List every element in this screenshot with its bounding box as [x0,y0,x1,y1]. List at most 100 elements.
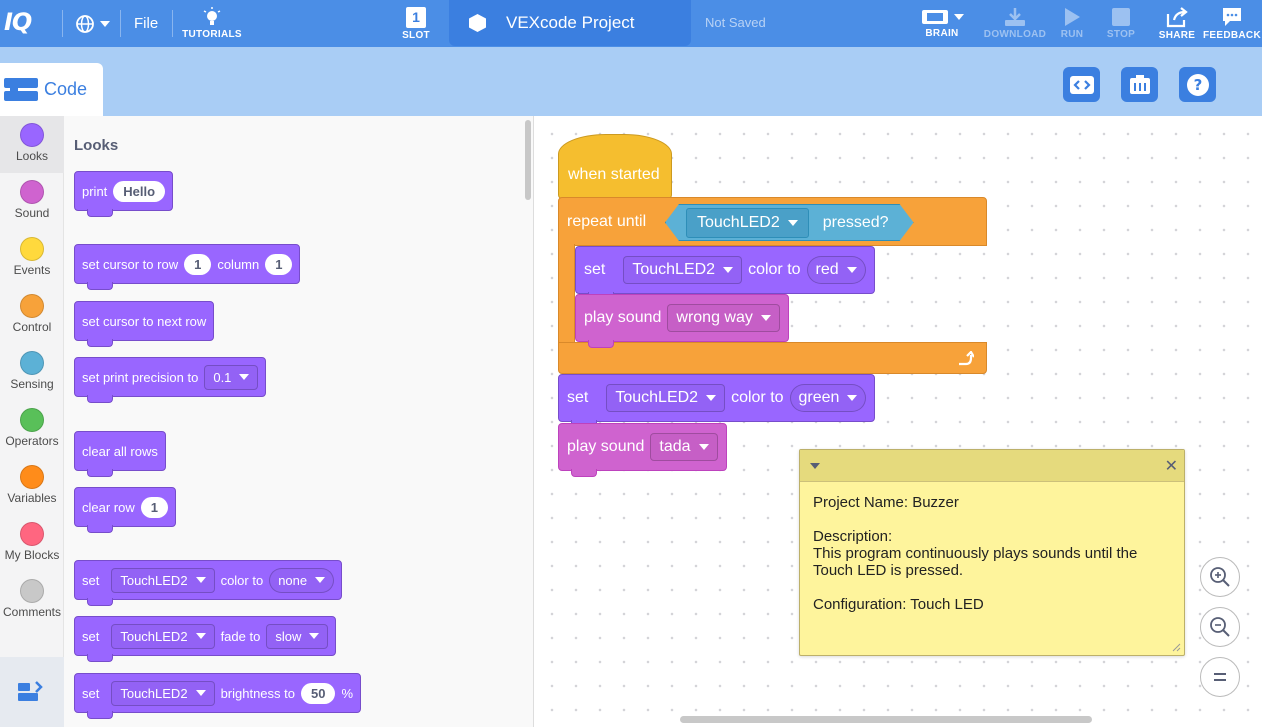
device-dropdown[interactable]: TouchLED2 [606,384,726,412]
repeat-until-header: repeat until TouchLED2 pressed? [558,197,987,246]
block-label: play sound [567,438,645,455]
sound-dropdown[interactable]: wrong way [667,304,780,332]
touchled-pressed-condition[interactable]: TouchLED2 pressed? [665,204,914,241]
fade-dropdown[interactable]: slow [266,623,329,649]
set-brightness-block[interactable]: set TouchLED2 brightness to 50 % [74,673,362,719]
chevron-down-icon [239,374,250,380]
category-sensing[interactable]: Sensing [0,344,64,401]
row-input[interactable]: 1 [140,496,168,518]
block-label: clear all rows [82,443,158,459]
resize-handle-icon[interactable] [1171,642,1181,652]
code-tab-label: Code [44,79,88,99]
precision-dropdown[interactable]: 0.1 [204,364,259,390]
device-dropdown[interactable]: TouchLED2 [111,623,215,649]
workspace-horizontal-scrollbar[interactable] [680,716,1092,723]
stop-button[interactable]: STOP [1103,0,1139,47]
zoom-out-icon [1210,617,1230,637]
category-comments[interactable]: Comments [0,572,64,629]
chevron-down-icon [953,14,964,20]
stop-label: STOP [1106,29,1136,40]
column-input[interactable]: 1 [265,253,293,275]
zoom-out-button[interactable] [1200,607,1240,647]
comment-configuration: Configuration: Touch LED [813,596,984,613]
language-menu-button[interactable] [71,0,113,47]
set-fade-block[interactable]: set TouchLED2 fade to slow [74,616,337,662]
category-events[interactable]: Events [0,230,64,287]
color-dropdown[interactable]: none [269,567,335,593]
block-label: set [82,628,100,644]
when-started-block[interactable]: when started [558,134,672,199]
download-icon [1005,8,1025,26]
category-sound[interactable]: Sound [0,173,64,230]
close-icon[interactable]: ✕ [1164,458,1178,475]
set-color-block[interactable]: set TouchLED2 color to none [74,560,343,606]
set-cursor-block[interactable]: set cursor to row 1 column 1 [74,244,301,290]
project-name-box[interactable]: VEXcode Project [449,0,691,46]
code-workspace[interactable]: when started repeat until TouchLED2 pres… [534,116,1262,727]
dropdown-value: tada [659,438,691,455]
category-dot-icon [20,351,44,375]
feedback-button[interactable]: FEEDBACK [1203,0,1261,47]
set-green-color-block[interactable]: set TouchLED2 color to green [558,374,876,428]
print-block[interactable]: print Hello [74,171,174,217]
play-tada-sound-block[interactable]: play sound tada [558,423,727,477]
brightness-input[interactable]: 50 [301,682,336,704]
zoom-in-icon [1210,567,1230,587]
tutorials-button[interactable]: TUTORIALS [180,0,244,47]
print-value-input[interactable]: Hello [113,180,166,202]
set-cursor-next-row-block[interactable]: set cursor to next row [74,301,215,347]
category-operators[interactable]: Operators [0,401,64,458]
device-dropdown[interactable]: TouchLED2 [686,208,809,238]
palette-scrollbar[interactable] [525,120,531,200]
block-label: set [82,685,100,701]
sound-dropdown[interactable]: tada [650,433,718,461]
code-tab[interactable]: Code [0,63,103,116]
devices-button[interactable] [1121,67,1158,102]
vex-iq-logo: IQ [4,8,32,36]
code-viewer-button[interactable] [1063,67,1100,102]
device-dropdown[interactable]: TouchLED2 [623,256,743,284]
repeat-until-arm [558,244,575,344]
category-variables[interactable]: Variables [0,458,64,515]
device-dropdown[interactable]: TouchLED2 [111,567,215,593]
set-print-precision-block[interactable]: set print precision to 0.1 [74,357,267,403]
category-label: Operators [5,434,59,448]
share-button[interactable]: SHARE [1156,0,1198,47]
comment-line: Description: [813,528,893,545]
category-dot-icon [20,465,44,489]
clear-all-rows-block[interactable]: clear all rows [74,431,166,477]
condition-label: pressed? [822,213,889,231]
repeat-until-block[interactable]: repeat until TouchLED2 pressed? set Touc… [558,197,987,375]
comment-text-area[interactable]: Project Name: Buzzer Description:This pr… [800,482,1184,642]
device-dropdown[interactable]: TouchLED2 [111,680,215,706]
block-label: color to [220,572,264,588]
comment-line: This program continuously plays sounds u… [813,545,1138,562]
row-input[interactable]: 1 [184,253,212,275]
inner-set-color-block[interactable]: set TouchLED2 color to red [575,246,875,300]
zoom-reset-button[interactable] [1200,657,1240,697]
extensions-button[interactable] [0,657,64,727]
file-menu[interactable]: File [134,15,159,32]
slot-button[interactable]: 1 SLOT [396,0,436,47]
download-button[interactable]: DOWNLOAD [982,0,1048,47]
run-button[interactable]: RUN [1056,0,1088,47]
code-brackets-icon [1069,75,1094,94]
comment-header[interactable]: ✕ [800,450,1184,482]
brain-button[interactable]: BRAIN [912,0,972,47]
chevron-down-icon [99,20,110,27]
save-status: Not Saved [705,15,766,30]
clear-row-block[interactable]: clear row 1 [74,487,176,533]
color-dropdown[interactable]: red [806,256,866,284]
block-label: clear row [82,499,135,515]
help-button[interactable]: ? [1179,67,1216,102]
category-control[interactable]: Control [0,287,64,344]
category-my-blocks[interactable]: My Blocks [0,515,64,572]
block-label: play sound [584,309,662,326]
zoom-in-button[interactable] [1200,557,1240,597]
collapse-triangle-icon[interactable] [810,463,820,469]
inner-play-sound-block[interactable]: play sound wrong way [575,294,789,348]
color-dropdown[interactable]: green [789,384,867,412]
category-looks[interactable]: Looks [0,116,64,173]
block-label: column [217,256,260,272]
project-comment-note[interactable]: ✕ Project Name: Buzzer Description:This … [799,449,1185,656]
